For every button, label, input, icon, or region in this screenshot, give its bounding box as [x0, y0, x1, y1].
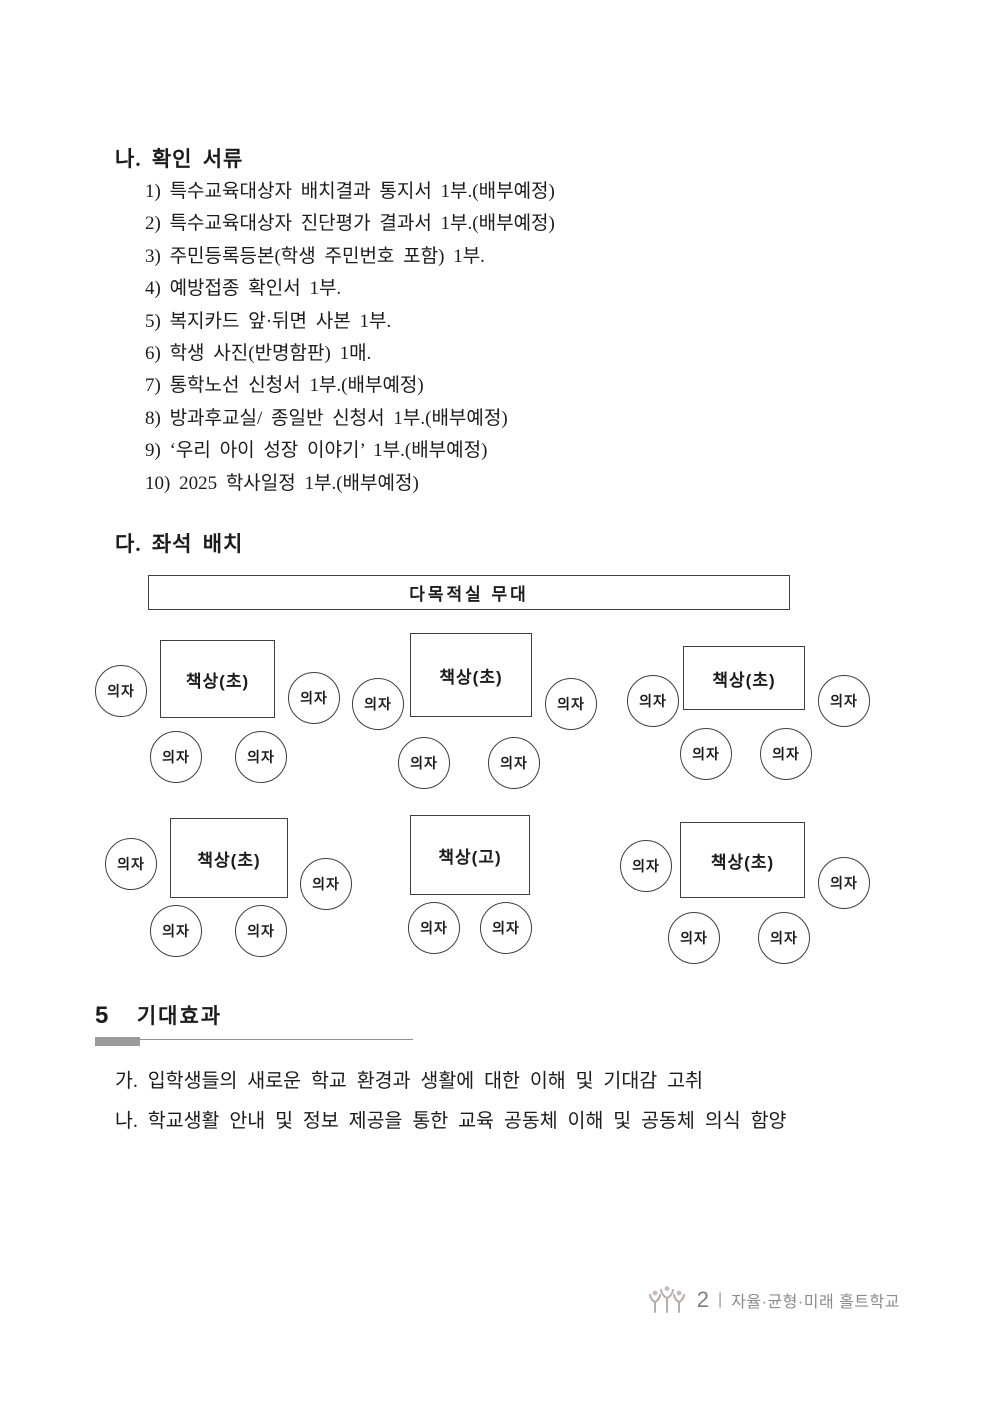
desk: 책상(초)	[683, 646, 805, 710]
chair: 의자	[668, 912, 720, 964]
desk: 책상(초)	[680, 822, 805, 898]
sprouts-icon	[648, 1286, 685, 1313]
chair: 의자	[352, 678, 404, 730]
chair: 의자	[627, 675, 679, 727]
stage-box: 다목적실 무대	[148, 575, 790, 610]
section-5-header: 5 기대효과	[95, 1000, 413, 1040]
chair: 의자	[480, 902, 532, 954]
chair: 의자	[300, 858, 352, 910]
chair: 의자	[818, 857, 870, 909]
chair: 의자	[620, 840, 672, 892]
checklist-item: 1) 특수교육대상자 배치결과 통지서 1부.(배부예정)	[145, 181, 555, 202]
chair: 의자	[680, 728, 732, 780]
expected-effect-item: 나. 학교생활 안내 및 정보 제공을 통한 교육 공동체 이해 및 공동체 의…	[115, 1111, 787, 1132]
expected-effect-item: 가. 입학생들의 새로운 학교 환경과 생활에 대한 이해 및 기대감 고취	[115, 1071, 704, 1092]
seating-diagram: 다목적실 무대 책상(초) 의자 의자 의자 의자 책상(초) 의자 의자 의자…	[0, 566, 992, 978]
checklist-item: 4) 예방접종 확인서 1부.	[145, 278, 342, 300]
checklist-item: 8) 방과후교실/ 종일반 신청서 1부.(배부예정)	[145, 407, 508, 429]
desk: 책상(고)	[410, 815, 530, 895]
checklist-item: 2) 특수교육대상자 진단평가 결과서 1부.(배부예정)	[145, 213, 555, 235]
chair: 의자	[95, 665, 147, 717]
page-footer: 2 | 자율·균형·미래 홀트학교	[0, 1286, 992, 1314]
chair: 의자	[235, 905, 287, 957]
chair: 의자	[760, 728, 812, 780]
section-c-title: 다. 좌석 배치	[115, 532, 244, 556]
checklist-item: 5) 복지카드 앞·뒤면 사본 1부.	[145, 310, 392, 332]
section-5-number: 5	[95, 1002, 109, 1029]
chair: 의자	[150, 905, 202, 957]
section-5-accent-bar	[95, 1037, 140, 1046]
section-5-title: 기대효과	[136, 1005, 223, 1028]
checklist-item: 3) 주민등록등본(학생 주민번호 포함) 1부.	[145, 245, 485, 267]
expected-effects-list: 가. 입학생들의 새로운 학교 환경과 생활에 대한 이해 및 기대감 고취 나…	[115, 1062, 786, 1142]
checklist-item: 9) ‘우리 아이 성장 이야기’ 1부.(배부예정)	[145, 440, 488, 462]
chair: 의자	[545, 678, 597, 730]
chair: 의자	[488, 737, 540, 789]
chair: 의자	[288, 672, 340, 724]
checklist-item: 7) 통학노선 신청서 1부.(배부예정)	[145, 375, 424, 397]
footer-slogan: 자율·균형·미래 홀트학교	[731, 1294, 900, 1311]
chair: 의자	[398, 737, 450, 789]
checklist-item: 10) 2025 학사일정 1부.(배부예정)	[145, 472, 419, 494]
section-b-title: 나. 확인 서류	[115, 147, 244, 171]
checklist-item: 6) 학생 사진(반명함판) 1매.	[145, 343, 372, 365]
chair: 의자	[235, 731, 287, 783]
page-number: 2	[696, 1287, 710, 1312]
chair: 의자	[758, 912, 810, 964]
chair: 의자	[105, 838, 157, 890]
desk: 책상(초)	[160, 640, 275, 718]
desk: 책상(초)	[170, 818, 288, 898]
document-checklist: 1) 특수교육대상자 배치결과 통지서 1부.(배부예정) 2) 특수교육대상자…	[145, 176, 555, 500]
desk: 책상(초)	[410, 633, 532, 717]
chair: 의자	[818, 675, 870, 727]
chair: 의자	[150, 731, 202, 783]
footer-separator: |	[718, 1291, 723, 1308]
chair: 의자	[408, 902, 460, 954]
